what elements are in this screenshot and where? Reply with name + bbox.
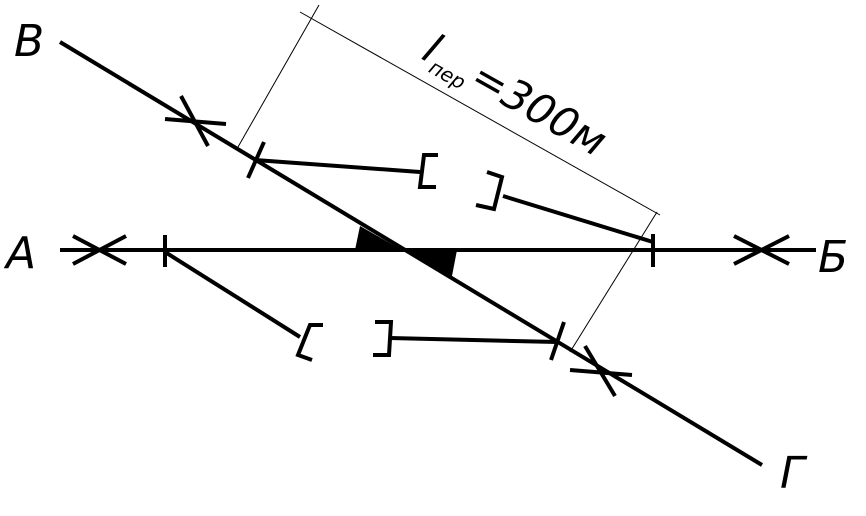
connector-lower-left	[163, 250, 302, 339]
bracket-upper-right	[475, 170, 505, 212]
label-g: Г	[780, 448, 808, 499]
signal-mark-g	[569, 344, 633, 398]
signal-mark-b	[733, 234, 790, 266]
connector-upper-left	[254, 158, 421, 174]
extension-line-right	[569, 211, 658, 353]
label-b: Б	[818, 232, 848, 283]
crossing-wedge-left	[355, 226, 402, 250]
dimension-value: =300м	[463, 51, 615, 166]
dimension-lines	[237, 4, 661, 353]
bracket-upper-left	[417, 153, 438, 189]
bracket-lower-left	[295, 323, 323, 362]
connector-upper-right	[502, 194, 654, 244]
label-v: В	[14, 16, 44, 67]
signal-mark-a	[72, 234, 127, 266]
label-a: А	[3, 228, 36, 279]
crossing-wedge-right	[402, 250, 457, 276]
connector-lower-right	[389, 336, 558, 344]
dimension-label: l пер =300м	[415, 24, 615, 166]
tick-lower-right	[549, 321, 566, 361]
bracket-lower-right	[373, 320, 394, 357]
crossing-diamond	[355, 226, 457, 276]
connecting-tracks	[163, 158, 654, 344]
bracket-symbols	[295, 153, 505, 362]
extension-line-left	[237, 4, 320, 148]
dimension-line	[299, 11, 661, 216]
signal-mark-v	[164, 95, 227, 147]
signal-marks	[72, 95, 790, 398]
